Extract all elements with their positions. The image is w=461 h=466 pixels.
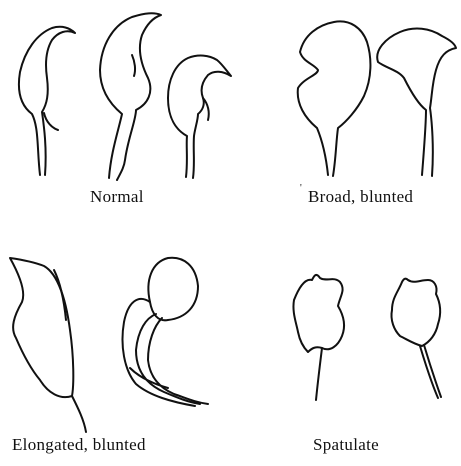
caption-broad-blunted: Broad, blunted [308,188,413,205]
caption-spatulate: Spatulate [313,436,379,453]
elongated-blunted-sperm-2 [123,258,209,406]
elongated-blunted-sperm-group [10,258,208,432]
normal-sperm-3 [168,56,231,178]
normal-sperm-group [19,13,231,180]
broad-blunted-sperm-1 [298,21,371,176]
stray-mark: ' [300,184,302,194]
caption-normal: Normal [90,188,144,205]
normal-sperm-2 [100,13,161,180]
spatulate-sperm-1 [293,275,344,400]
broad-blunted-sperm-2 [377,29,456,176]
broad-blunted-sperm-group [298,21,456,176]
elongated-blunted-sperm-1 [10,258,86,432]
spatulate-sperm-2 [391,279,441,398]
caption-elongated-blunted: Elongated, blunted [12,436,146,453]
normal-sperm-1 [19,27,75,175]
spatulate-sperm-group [293,275,441,400]
